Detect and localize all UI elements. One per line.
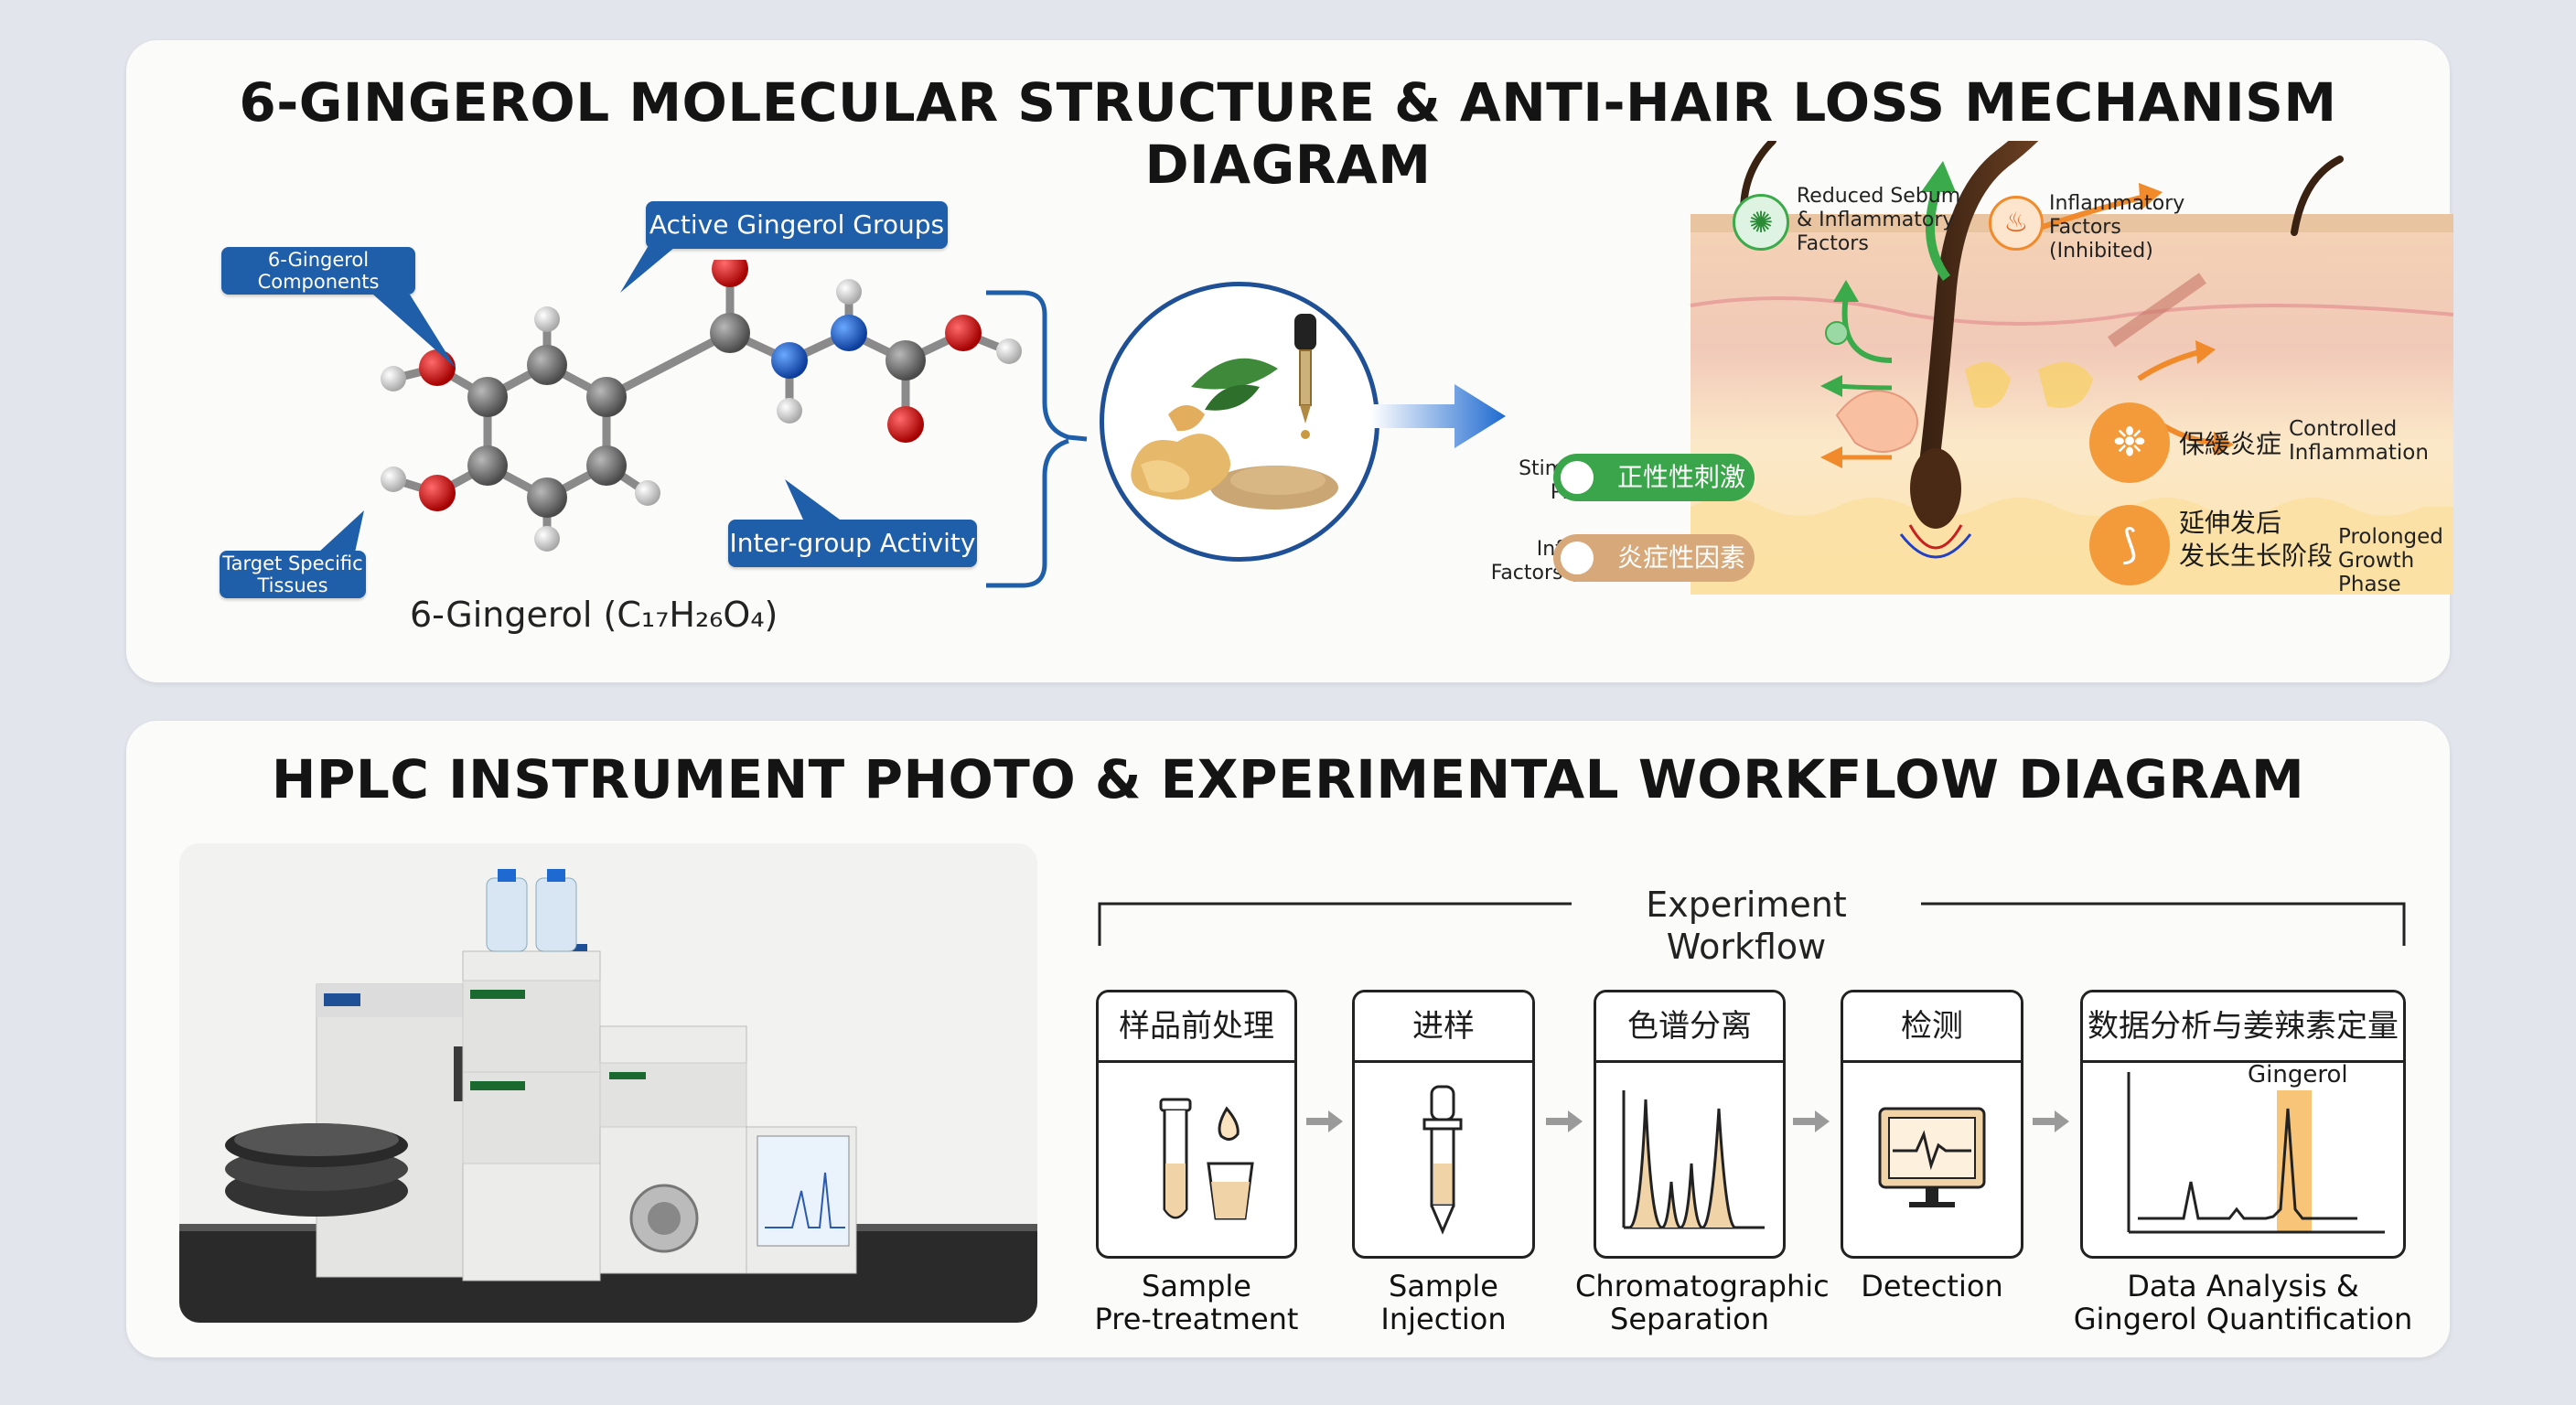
prolonged-cn-label: 延伸发后 发长生长阶段 [2179,508,2334,571]
step-caption: Sample Pre-treatment [1094,1269,1299,1336]
callout-active-groups: Active Gingerol Groups [646,201,948,249]
workflow-step-detection: 检测 [1841,990,2023,1259]
arrow-right-icon [1306,1110,1343,1132]
arrow-right-icon [1546,1110,1583,1132]
flame-icon: ♨ [1989,196,2044,251]
stimulation-pill: 正性性刺激 [1553,454,1755,501]
inflammation-pill: 炎症性因素 [1553,534,1755,582]
test-tube-icon [1159,1098,1254,1220]
cell-icon [1557,457,1597,498]
hplc-instrument-illustration [179,843,1037,1323]
callout-target-tissues: Target Specific Tissues [220,551,366,598]
flow-arrow-right-icon [1370,384,1506,448]
callout-intergroup-pointer [785,479,840,520]
step-cn-label: 进样 [1355,992,1532,1063]
step-cn-label: 样品前处理 [1099,992,1294,1063]
step-caption: Sample Injection [1380,1269,1507,1336]
hplc-instrument-photo [179,843,1037,1323]
molecule-formula-label: 6-Gingerol (C₁₇H₂₆O₄) [410,595,778,635]
chromatogram-peaks-icon [1622,1090,1765,1229]
arrow-right-icon [2033,1110,2069,1132]
callout-target-pointer [318,510,364,552]
hair-follicle-icon: ⟆ [2089,505,2170,585]
reduced-sebum-label: Reduced Sebum & Inflammatory Factors [1797,185,1961,255]
workflow-step-pretreatment: 样品前处理 [1096,990,1297,1259]
step-cn-label: 数据分析与姜辣素定量 [2083,992,2403,1063]
callout-active-pointer [620,247,675,293]
panel1-title: 6-GINGEROL MOLECULAR STRUCTURE & ANTI-HA… [239,71,2337,196]
workflow-bracket-line [1098,902,2406,946]
ginger-extract-illustration [1100,282,1379,562]
callout-components: 6-Gingerol Components [221,247,415,295]
gingerol-molecule-model [381,260,1022,552]
ginger-root-and-powder [1131,314,1338,509]
hplc-workflow-panel: HPLC INSTRUMENT PHOTO & EXPERIMENTAL WOR… [126,721,2450,1357]
step-cn-label: 检测 [1843,992,2021,1063]
arrow-right-icon [1793,1110,1830,1132]
flame-outline-icon [1557,538,1597,578]
controlled-cn-label: 保緩炎症 [2179,429,2282,459]
molecule-mechanism-panel: 6-GINGEROL MOLECULAR STRUCTURE & ANTI-HA… [126,40,2454,682]
step-cn-label: 色谱分离 [1596,992,1783,1063]
bracket-connector [986,290,1088,588]
controlled-inflammation-icon: ❉ [2089,402,2170,483]
prolonged-growth-label: Prolonged Growth Phase [2338,525,2443,596]
dropper-icon [1422,1085,1463,1235]
step-caption: Chromatographic Separation [1575,1269,1830,1336]
callout-intergroup: Inter-group Activity [728,520,977,567]
workflow-title: Experiment Workflow [1646,885,1847,967]
gingerol-peak-chromatogram [2127,1072,2385,1234]
step-caption: Detection [1861,1269,2003,1303]
virus-icon: ✺ [1733,194,1789,251]
panel2-title: HPLC INSTRUMENT PHOTO & EXPERIMENTAL WOR… [271,748,2305,810]
step-caption: Data Analysis & Gingerol Quantification [2073,1269,2413,1336]
inflammatory-inhibited-label: Inflammatory Factors (Inhibited) [2049,192,2185,263]
scalp-cross-section [1690,141,2454,595]
workflow-step-separation: 色谱分离 [1594,990,1786,1259]
workflow-step-analysis: 数据分析与姜辣素定量 Gingerol [2080,990,2406,1259]
callout-components-pointer [373,295,456,368]
monitor-icon [1878,1107,1986,1207]
controlled-inflammation-label: Controlled Inflammation [2289,417,2429,465]
workflow-step-injection: 进样 [1352,990,1535,1259]
gingerol-peak-label: Gingerol [2248,1061,2348,1089]
